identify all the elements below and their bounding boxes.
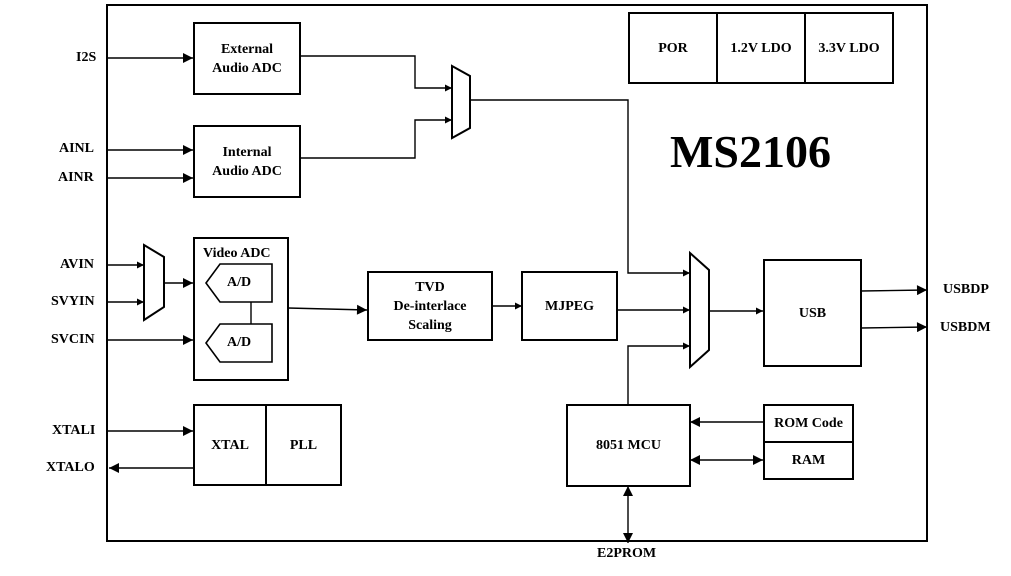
tvd-line-3: Scaling: [408, 317, 452, 333]
pll-block: PLL: [265, 404, 342, 486]
usbdp-line: [860, 285, 928, 296]
ext-adc-line-2: Audio ADC: [212, 60, 282, 76]
mjpeg-block: MJPEG: [521, 271, 618, 341]
mjpeg-label: MJPEG: [545, 298, 594, 314]
pin-svyin: SVYIN: [51, 294, 95, 309]
ram-block: RAM: [763, 441, 854, 480]
pin-ainl: AINL: [59, 141, 95, 156]
ram-label: RAM: [791, 453, 826, 468]
ldo-1v2-label: 1.2V LDO: [730, 40, 792, 56]
ldo-1v2-block: 1.2V LDO: [716, 12, 806, 84]
int-adc-to-mux: [300, 116, 452, 159]
video-adc-label: Video ADC: [203, 246, 271, 261]
pin-e2prom: E2PROM: [597, 546, 657, 561]
pin-usbdm: USBDM: [940, 320, 991, 335]
xtal-label: XTAL: [211, 437, 249, 453]
usbdm-line: [860, 322, 928, 333]
ldo-3v3-block: 3.3V LDO: [804, 12, 894, 84]
video-mux: [143, 243, 165, 322]
chip-outline: [106, 4, 928, 542]
video-adc-block: Video ADC: [193, 237, 289, 381]
rom-code-block: ROM Code: [763, 404, 854, 443]
usb-block: USB: [763, 259, 862, 367]
tvd-line-1: TVD: [415, 279, 445, 295]
ldo-3v3-label: 3.3V LDO: [818, 40, 880, 56]
ad-bottom-label: A/D: [227, 335, 252, 350]
mcu-label: 8051 MCU: [596, 438, 661, 453]
pin-usbdp: USBDP: [943, 282, 989, 297]
rom-code-label: ROM Code: [774, 416, 843, 431]
ext-adc-line-1: External: [220, 41, 274, 57]
por-block: POR: [628, 12, 718, 84]
int-adc-line-2: Audio ADC: [212, 163, 282, 179]
audio-mux-to-usb-mux: [470, 99, 690, 277]
ext-adc-to-mux: [300, 55, 452, 92]
xtal-block: XTAL: [193, 404, 267, 486]
pin-avin: AVIN: [60, 257, 94, 272]
usb-mux: [689, 250, 710, 370]
ad-bottom-shape: [205, 323, 273, 363]
mcu-to-usb-mux: [627, 342, 690, 404]
ad-top-label: A/D: [227, 275, 252, 290]
por-label: POR: [658, 40, 688, 56]
mcu-block: 8051 MCU: [566, 404, 691, 487]
pin-xtali: XTALI: [52, 423, 96, 438]
video-adc-to-tvd: [287, 304, 368, 315]
chip-title: MS2106: [670, 126, 831, 177]
pin-svcin: SVCIN: [51, 332, 95, 347]
int-adc-line-1: Internal: [222, 144, 272, 160]
pin-i2s: I2S: [76, 50, 97, 65]
pin-ainr: AINR: [58, 170, 94, 185]
audio-mux: [451, 64, 471, 140]
pin-xtalo: XTALO: [46, 460, 95, 475]
usb-label: USB: [798, 305, 827, 321]
pll-label: PLL: [289, 437, 318, 453]
ad-top-shape: [205, 263, 273, 303]
tvd-line-2: De-interlace: [393, 298, 467, 314]
